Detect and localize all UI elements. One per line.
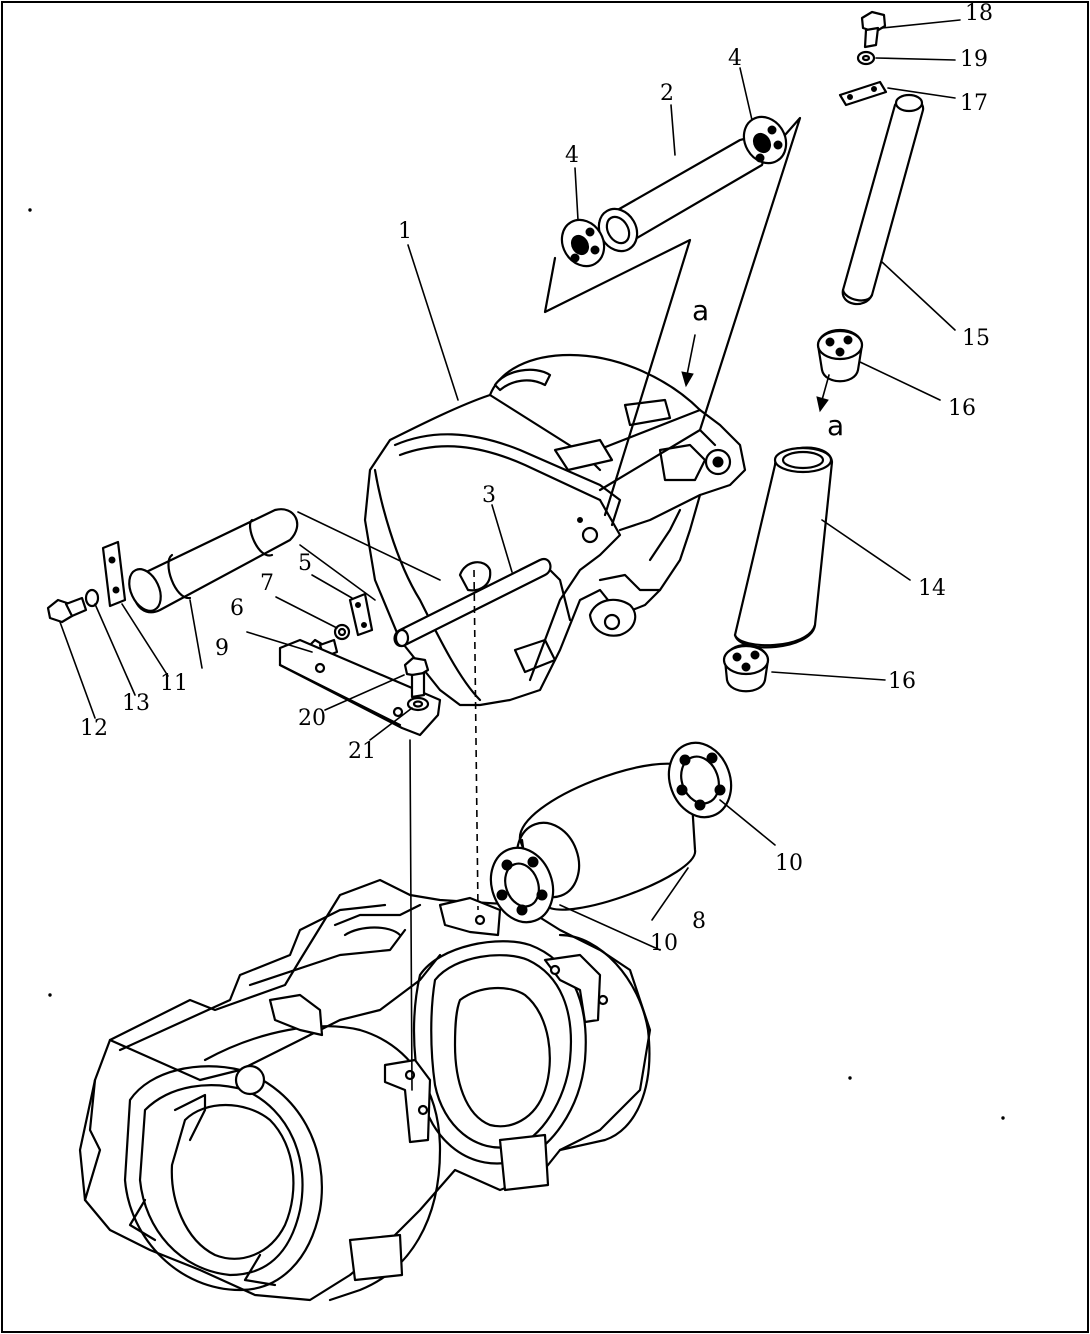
- callout-1: 1: [398, 219, 412, 244]
- bolt-12: [46, 596, 88, 624]
- leader-lines: [59, 19, 961, 951]
- bearing-16-upper: [816, 329, 864, 383]
- view-mark-a-lower: a: [827, 409, 844, 442]
- lock-plate-5: [348, 592, 374, 637]
- lock-plate-11: [101, 540, 127, 608]
- callout-20: 20: [298, 706, 326, 731]
- view-arrows: [681, 334, 830, 413]
- view-mark-a-upper: a: [692, 294, 709, 327]
- callout-10-right: 10: [775, 851, 803, 876]
- callout-3: 3: [482, 483, 496, 508]
- bearing-16-lower: [722, 644, 770, 693]
- callout-9: 9: [215, 636, 229, 661]
- rod-3: [393, 557, 552, 648]
- callout-12: 12: [80, 716, 108, 741]
- callout-19: 19: [960, 47, 988, 72]
- bearing-4-right: [742, 115, 788, 165]
- callout-7: 7: [260, 571, 274, 596]
- plate-17: [838, 80, 888, 107]
- callout-5: 5: [298, 551, 312, 576]
- lift-case-1: [363, 353, 747, 707]
- washer-13: [84, 588, 100, 608]
- bolt-20: [403, 656, 430, 699]
- callout-4-right: 4: [728, 46, 742, 71]
- callout-13: 13: [122, 691, 150, 716]
- pin-9: [128, 508, 299, 614]
- callout-2: 2: [660, 81, 674, 106]
- callout-21: 21: [348, 739, 376, 764]
- bearing-10-left: [489, 846, 555, 924]
- washer-21: [406, 696, 430, 712]
- pin-14: [733, 446, 834, 649]
- transmission-case: [78, 878, 652, 1302]
- bolt-18: [860, 10, 887, 49]
- callout-labels: 1 2 3 4 4 5 6 7 8 9 10 10 11 12 13 14 15…: [80, 1, 993, 956]
- bearing-10-right: [667, 741, 733, 819]
- callout-17: 17: [960, 91, 988, 116]
- callout-18: 18: [965, 1, 993, 26]
- pin-15: [841, 93, 925, 306]
- plate: [278, 638, 442, 737]
- washer-19: [856, 50, 876, 66]
- callout-14: 14: [918, 576, 946, 601]
- callout-16-upper: 16: [948, 396, 976, 421]
- callout-6: 6: [230, 596, 244, 621]
- callout-10-left: 10: [650, 931, 678, 956]
- callout-8: 8: [692, 909, 706, 934]
- callout-4-left: 4: [565, 143, 579, 168]
- callout-16-lower: 16: [888, 669, 916, 694]
- bearing-4-left: [560, 218, 606, 268]
- callout-15: 15: [962, 326, 990, 351]
- pin-2: [597, 137, 765, 253]
- callout-11: 11: [160, 671, 188, 696]
- washer-7: [333, 623, 351, 641]
- view-mark-labels: a a: [692, 294, 844, 442]
